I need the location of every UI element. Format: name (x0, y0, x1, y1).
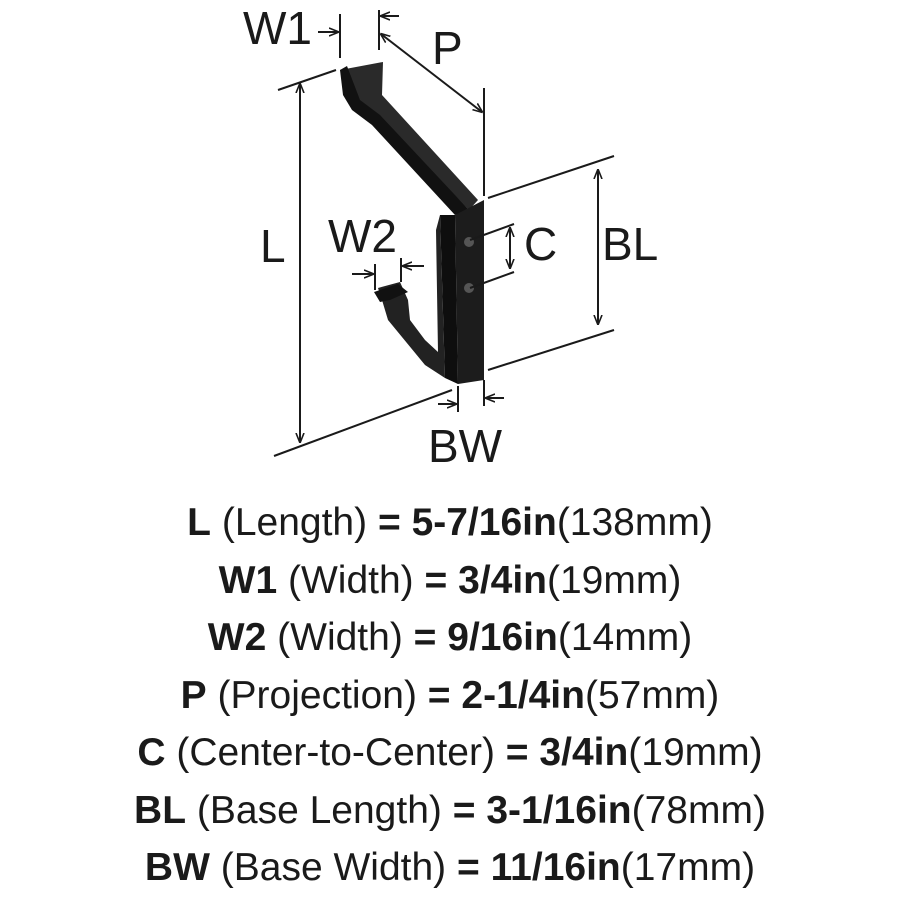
spec-imperial: 3/4in (539, 731, 629, 774)
label-bl: BL (602, 218, 658, 270)
spec-description: (Length) (221, 501, 368, 544)
c-extension-top (469, 223, 515, 241)
spec-key: W1 (218, 558, 278, 602)
spec-equals: = (377, 501, 401, 544)
p-dimension-line (381, 34, 482, 112)
spec-metric: (57mm) (584, 673, 720, 717)
label-p: P (432, 22, 463, 74)
hook-back-plate-side (440, 215, 458, 384)
spec-metric: (78mm) (631, 788, 766, 832)
label-bw: BW (428, 420, 503, 472)
bl-extension-bottom (487, 329, 615, 371)
label-c: C (524, 218, 557, 270)
hook-lower-tip (374, 284, 408, 302)
label-w2: W2 (328, 210, 397, 262)
spec-description: (Center-to-Center) (176, 731, 495, 774)
spec-imperial: 5-7/16in (411, 501, 557, 544)
spec-imperial: 2-1/4in (461, 673, 585, 717)
spec-metric: (19mm) (547, 558, 682, 602)
spec-row-center-to-center: C (Center-to-Center) = 3/4in(19mm) (0, 724, 900, 782)
spec-equals: = (427, 673, 451, 717)
spec-equals: = (457, 846, 480, 889)
spec-row-base-length: BL (Base Length) = 3-1/16in(78mm) (0, 782, 900, 840)
label-l: L (260, 220, 286, 272)
dimension-spec-list: L (Length) = 5-7/16in(138mm) W1 (Width) … (0, 494, 900, 897)
c-extension-bottom (469, 271, 515, 289)
spec-metric: (19mm) (628, 731, 763, 774)
spec-equals: = (424, 558, 448, 602)
spec-equals: = (452, 788, 476, 832)
double-coat-hook-icon (340, 62, 484, 384)
label-w1: W1 (243, 2, 312, 54)
spec-key: W2 (207, 616, 267, 659)
screw-hole-lower (464, 283, 474, 293)
spec-metric: (14mm) (557, 616, 693, 659)
spec-key: P (180, 673, 207, 717)
spec-imperial: 9/16in (447, 616, 558, 659)
spec-row-base-width: BW (Base Width) = 11/16in(17mm) (0, 839, 900, 897)
spec-row-width-1: W1 (Width) = 3/4in(19mm) (0, 552, 900, 610)
spec-key: BW (144, 846, 210, 889)
spec-description: (Base Width) (220, 846, 447, 889)
spec-description: (Width) (287, 558, 414, 602)
spec-metric: (17mm) (620, 846, 756, 889)
spec-row-length: L (Length) = 5-7/16in(138mm) (0, 494, 900, 552)
spec-key: C (137, 731, 166, 774)
hook-dimension-diagram: W1 P L W2 C BL BW (243, 2, 658, 472)
bl-extension-top (487, 155, 615, 199)
hook-upper-arm (340, 62, 478, 210)
spec-key: L (187, 501, 211, 544)
spec-metric: (138mm) (556, 501, 713, 544)
spec-description: (Base Length) (196, 788, 442, 832)
l-extension-bottom (273, 389, 453, 457)
spec-row-width-2: W2 (Width) = 9/16in(14mm) (0, 609, 900, 667)
spec-key: BL (134, 788, 187, 832)
spec-imperial: 3-1/16in (486, 788, 632, 832)
spec-description: (Width) (277, 616, 403, 659)
spec-row-projection: P (Projection) = 2-1/4in(57mm) (0, 667, 900, 725)
spec-imperial: 3/4in (458, 558, 547, 602)
spec-equals: = (413, 616, 437, 659)
spec-equals: = (505, 731, 529, 774)
l-extension-top (277, 69, 337, 91)
spec-description: (Projection) (217, 673, 417, 717)
spec-imperial: 11/16in (490, 846, 621, 889)
hook-upper-arm-face (340, 66, 469, 215)
